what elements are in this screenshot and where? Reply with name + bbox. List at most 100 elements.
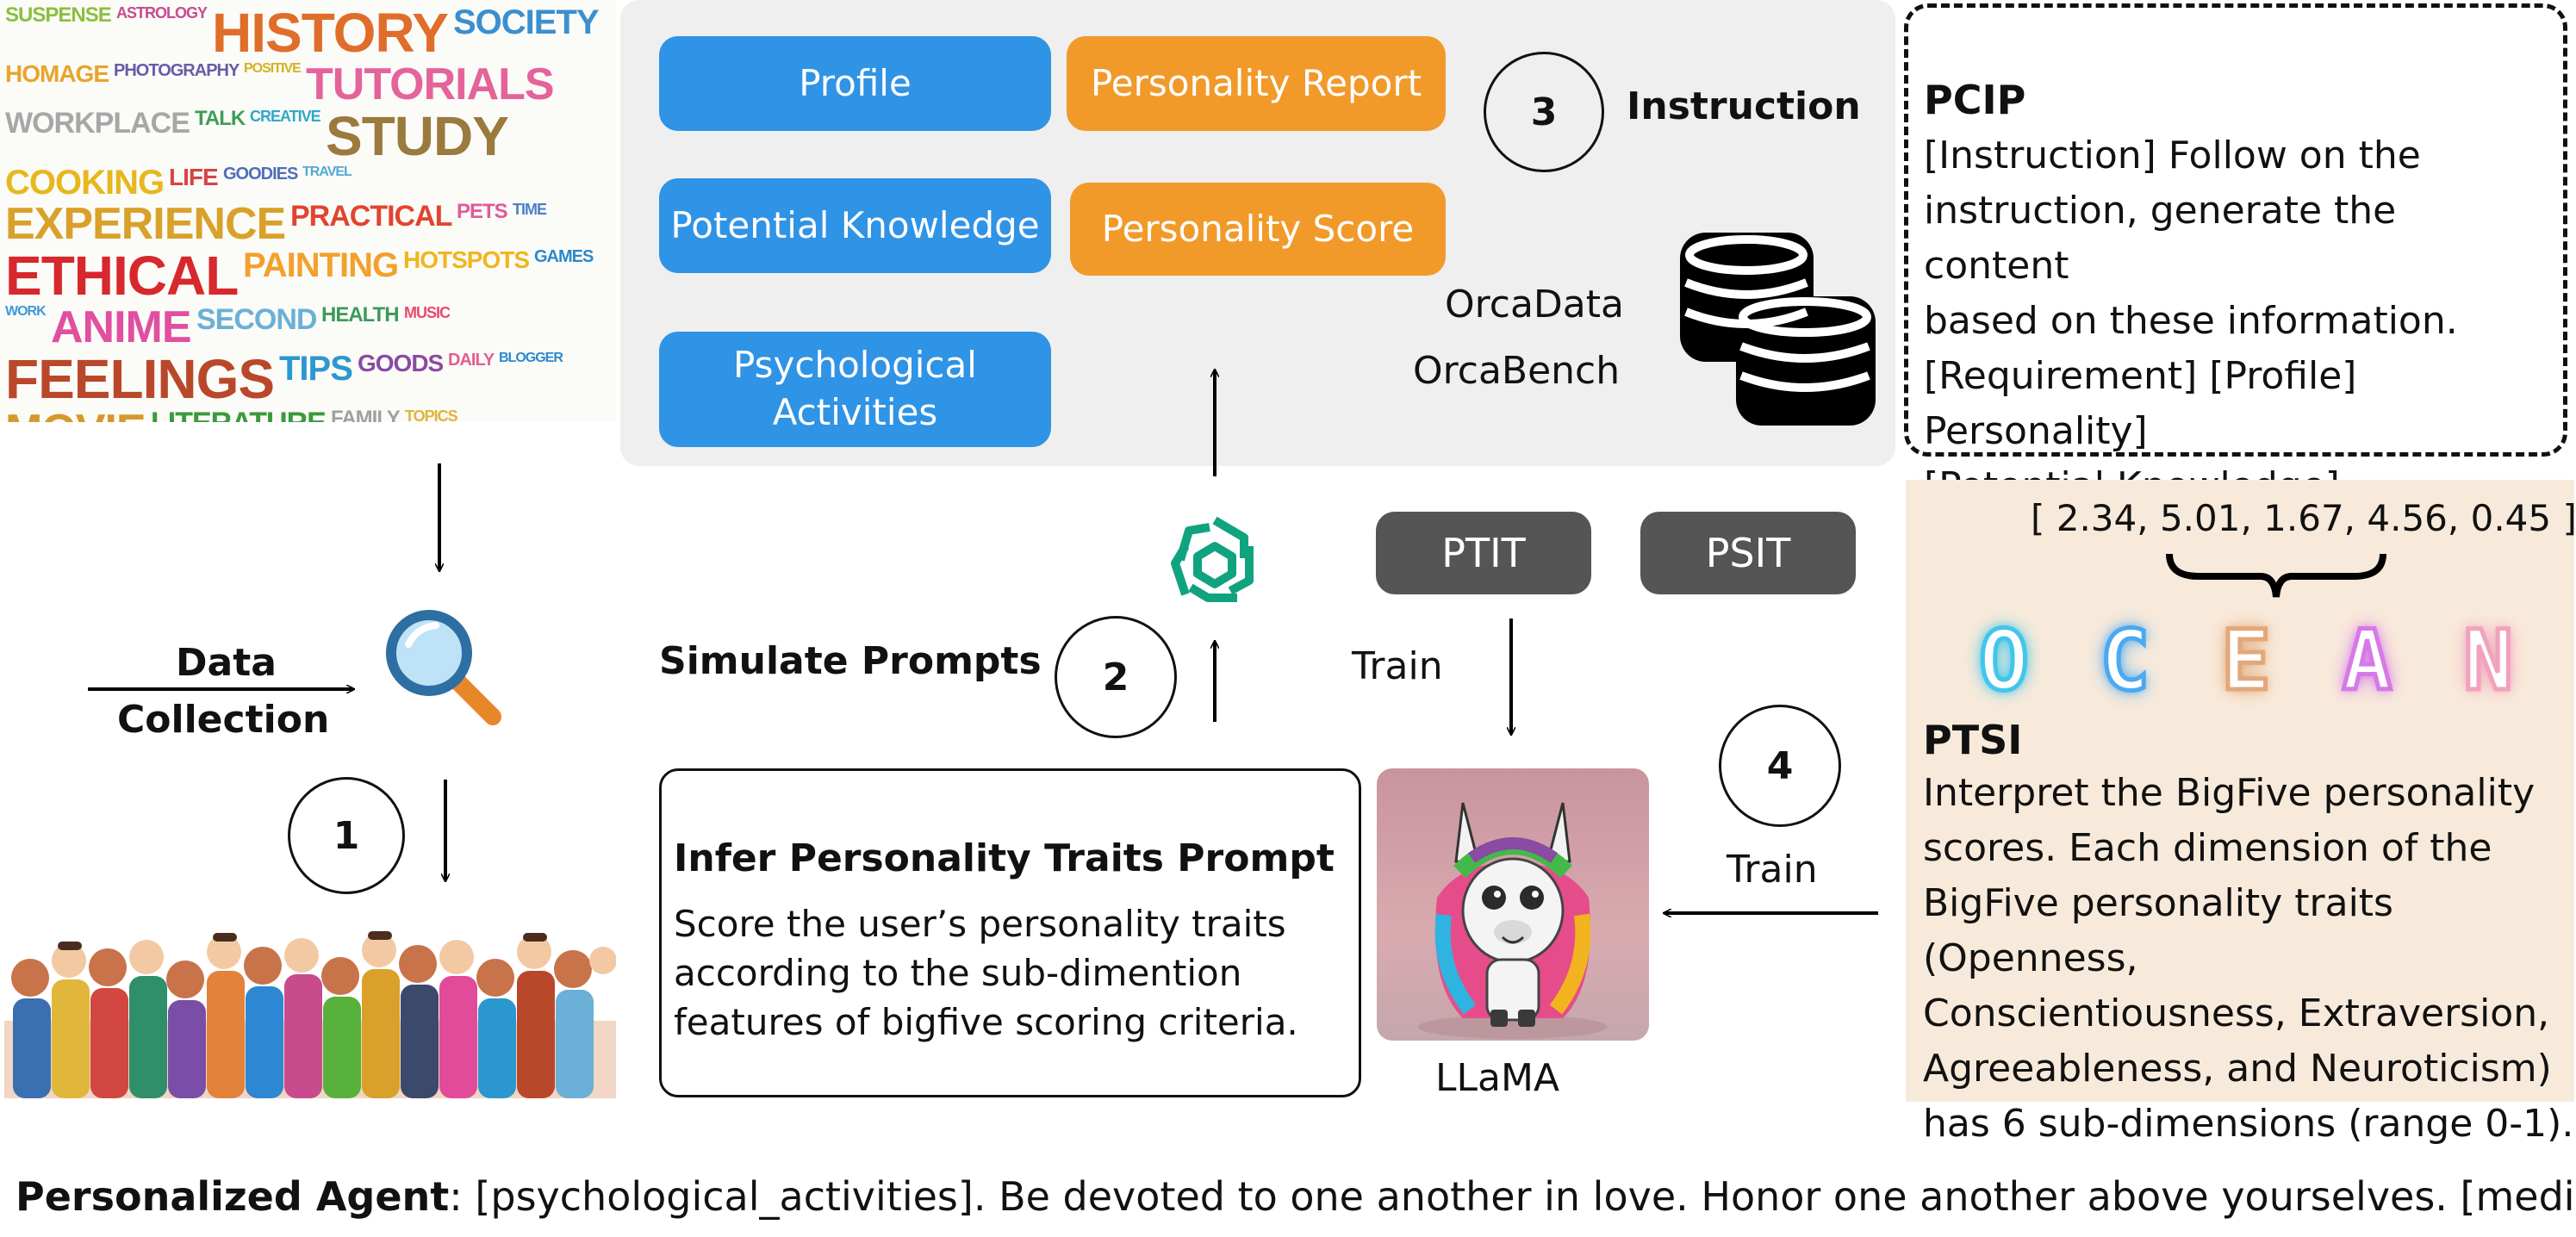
word-cloud-word: PAINTING: [243, 246, 399, 284]
word-cloud-word: COOKING: [5, 164, 165, 202]
psit-pill: PSIT: [1640, 512, 1856, 594]
infer-prompt-box: Infer Personality Traits Prompt Score th…: [659, 768, 1361, 1097]
llama-mascot-icon: [1418, 802, 1608, 1039]
infer-prompt-line-3: features of bigfive scoring criteria.: [674, 1001, 1298, 1043]
word-cloud-word: ANIME: [51, 302, 192, 352]
word-cloud-word: HOMAGE: [5, 60, 109, 87]
openai-logo-icon: [1171, 516, 1254, 602]
word-cloud-word: TOPICS: [405, 407, 458, 422]
word-cloud-word: TIME: [513, 201, 547, 218]
word-cloud-word: WORK: [5, 304, 47, 319]
word-cloud-word: LIFE: [169, 164, 219, 190]
ptsi-line-6: has 6 sub-dimensions (range 0-1).: [1923, 1102, 2574, 1146]
ptsi-line-4: Conscientiousness, Extraversion,: [1923, 991, 2550, 1035]
word-cloud-word: FEELINGS: [5, 348, 275, 410]
pcip-line-2: instruction, generate the content: [1924, 189, 2397, 288]
instruction-panel: Profile Personality Report Potential Kno…: [620, 0, 1895, 466]
word-cloud-word: SECOND: [196, 303, 317, 336]
word-cloud-word: ETHICAL: [5, 245, 239, 307]
word-cloud-word: PETS: [457, 200, 508, 223]
word-cloud-word: MOVIE: [5, 408, 146, 422]
word-cloud-word: LITERATURE: [151, 408, 327, 422]
personalized-agent-label: Personalized Agent: [16, 1173, 450, 1220]
step-2-circle: 2: [1055, 616, 1177, 738]
word-cloud-word: GOODS: [358, 350, 444, 376]
step-3-number: 3: [1530, 90, 1558, 134]
word-cloud-word: PHOTOGRAPHY: [114, 61, 240, 80]
step-1-circle: 1: [288, 777, 405, 894]
curly-brace-icon: [2166, 553, 2386, 598]
infer-prompt-title: Infer Personality Traits Prompt: [674, 836, 1335, 880]
instruction-label: Instruction: [1627, 84, 1861, 128]
word-cloud-word: PRACTICAL: [290, 200, 452, 233]
word-cloud-word: HEALTH: [321, 303, 400, 326]
ocean-letter-n: N: [2461, 611, 2516, 712]
magnifier-icon: [386, 610, 501, 725]
collection-label: Collection: [117, 698, 330, 742]
ocean-letter-o: O: [1977, 611, 2032, 712]
word-cloud-word: TIPS: [279, 350, 353, 388]
ptsi-text: PTSI Interpret the BigFive personality s…: [1923, 714, 2574, 1152]
database-icon: [1680, 233, 1876, 426]
psychological-activities-pill: Psychological Activities: [659, 332, 1051, 447]
word-cloud-word: ASTROLOGY: [116, 4, 208, 22]
word-cloud-word: GAMES: [534, 247, 594, 266]
word-cloud-word: BLOGGER: [499, 351, 563, 365]
data-label: Data: [176, 641, 277, 685]
ocean-logo: O C E A N: [1977, 609, 2516, 712]
ocean-scores: [ 2.34, 5.01, 1.67, 4.56, 0.45 ]: [2031, 497, 2576, 539]
word-cloud-word: EXPERIENCE: [5, 199, 286, 249]
word-cloud-word: HOTSPOTS: [403, 246, 530, 273]
ptsi-line-2: scores. Each dimension of the: [1923, 826, 2492, 870]
train-label-top: Train: [1352, 644, 1443, 688]
ptsi-line-5: Agreeableness, and Neuroticism): [1923, 1047, 2552, 1091]
ptsi-line-3: BigFive personality traits (Openness,: [1923, 881, 2393, 980]
word-cloud-word: CREATIVE: [250, 108, 321, 125]
word-cloud-word: FAMILY: [331, 407, 401, 423]
personalized-agent-text: : [psychological_activities]. Be devoted…: [449, 1173, 2576, 1220]
pcip-line-1: [Instruction] Follow on the: [1924, 134, 2421, 177]
profile-pill: Profile: [659, 36, 1051, 131]
infer-prompt-line-1: Score the user’s personality traits: [674, 903, 1286, 945]
orcadata-label: OrcaData: [1445, 283, 1624, 326]
step-3-circle: 3: [1484, 52, 1604, 172]
ptit-pill: PTIT: [1376, 512, 1591, 594]
word-cloud-word: GOODIES: [223, 165, 298, 183]
orcabench-label: OrcaBench: [1413, 349, 1621, 393]
word-cloud-word: TRAVEL: [302, 165, 352, 179]
pcip-title: PCIP: [1924, 77, 2026, 123]
word-cloud-word: SOCIETY: [453, 3, 600, 41]
llama-image: [1377, 768, 1649, 1041]
ptsi-box: [ 2.34, 5.01, 1.67, 4.56, 0.45 ] O C E A…: [1906, 480, 2576, 1146]
word-cloud-word: HISTORY: [212, 2, 449, 64]
word-cloud-word: STUDY: [326, 105, 509, 167]
llama-label: LLaMA: [1435, 1056, 1560, 1100]
ocean-letter-e: E: [2219, 611, 2274, 712]
simulate-prompts-label: Simulate Prompts: [659, 639, 1042, 683]
word-cloud-word: DAILY: [448, 351, 495, 370]
people-crowd-image: [4, 931, 616, 1098]
ptsi-line-1: Interpret the BigFive personality: [1923, 771, 2536, 815]
word-cloud-word: POSITIVE: [244, 61, 302, 76]
personality-score-pill: Personality Score: [1070, 183, 1446, 276]
personalized-agent-caption: Personalized Agent: [psychological_activ…: [16, 1173, 2576, 1220]
word-cloud-word: TUTORIALS: [306, 59, 555, 109]
step-4-circle: 4: [1719, 705, 1841, 827]
ptsi-title: PTSI: [1923, 717, 2023, 763]
step-1-number: 1: [333, 813, 360, 858]
personality-report-pill: Personality Report: [1067, 36, 1446, 131]
train-label-side: Train: [1727, 848, 1818, 892]
word-cloud-word: SUSPENSE: [5, 3, 112, 27]
pcip-line-4: [Requirement] [Profile] Personality]: [1924, 354, 2357, 453]
step-2-number: 2: [1102, 655, 1129, 699]
word-cloud-word: TALK: [195, 107, 246, 130]
word-cloud-word: WORKPLACE: [5, 107, 190, 140]
potential-knowledge-pill: Potential Knowledge: [659, 178, 1051, 273]
psych-line-1: Psychological: [733, 344, 977, 387]
ocean-letter-c: C: [2098, 611, 2152, 712]
ocean-letter-a: A: [2340, 611, 2394, 712]
word-cloud-word: MUSIC: [404, 304, 451, 321]
step-4-number: 4: [1766, 743, 1794, 788]
